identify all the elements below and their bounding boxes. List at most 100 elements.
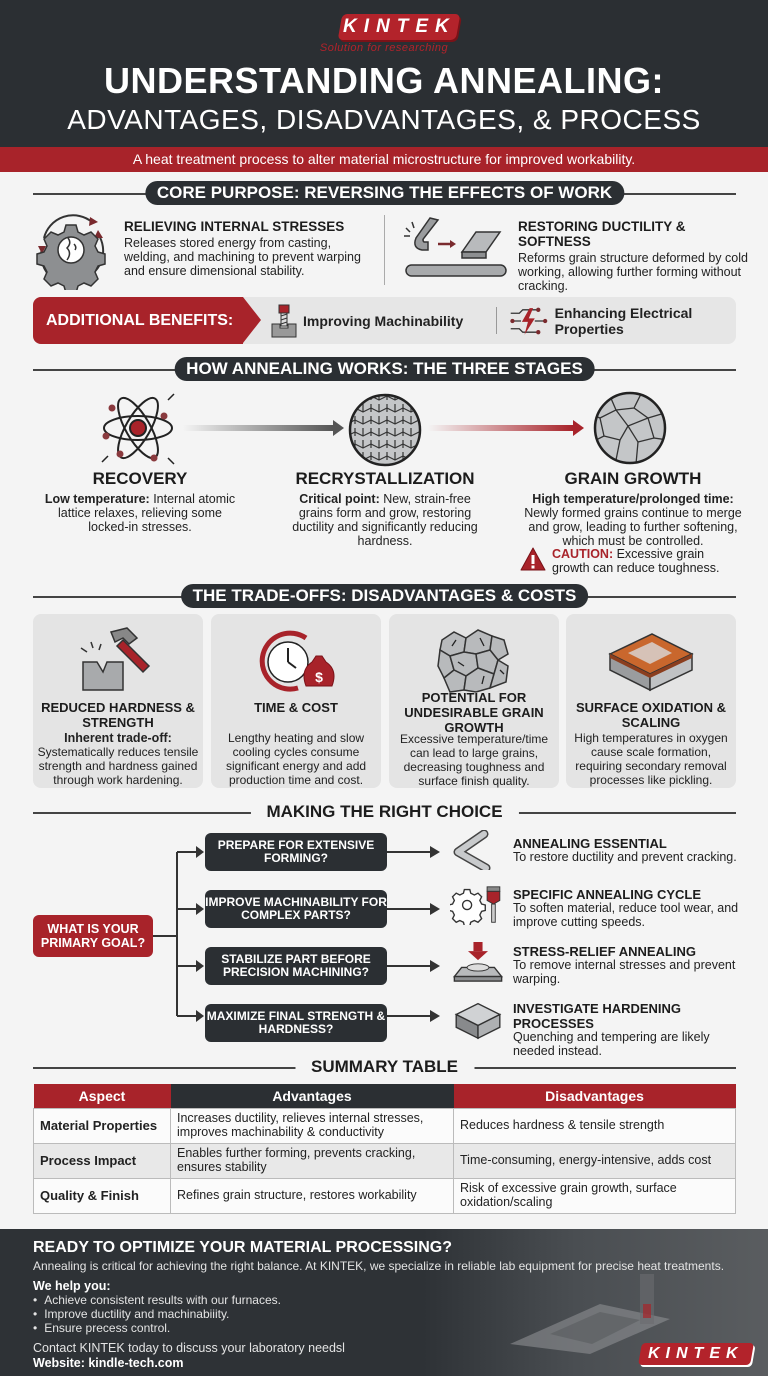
cracked-grains-icon <box>437 629 509 693</box>
hammer-crack-icon <box>80 627 151 691</box>
flow-connectors <box>153 846 440 1022</box>
stage-lead: Critical point: <box>299 492 380 506</box>
stage-desc: High temperature/prolonged time: Newly f… <box>518 492 748 548</box>
table-cell: Quality & Finish <box>33 1177 171 1214</box>
header: KINTEK Solution for researching UNDERSTA… <box>0 0 768 147</box>
column-header: Aspect <box>33 1084 171 1108</box>
card-title: TIME & COST <box>254 700 338 715</box>
goal-option-strength[interactable]: MAXIMIZE FINAL STRENGTH & HARDNESS? <box>205 1004 387 1042</box>
answer-title: INVESTIGATE HARDENING PROCESSES <box>513 1001 682 1031</box>
benefit-electrical: Enhancing Electrical Properties <box>509 297 736 344</box>
answer-title: ANNEALING ESSENTIAL <box>513 836 667 851</box>
card-text: Excessive temperature/time can lead to l… <box>399 732 549 788</box>
stage-arrow-2 <box>428 425 573 431</box>
tradeoff-card-oxidation: SURFACE OXIDATION & SCALING High tempera… <box>566 614 736 788</box>
gear-stress-icon <box>36 214 106 290</box>
benefit-label: Enhancing Electrical Properties <box>554 304 693 337</box>
table-cell: Reduces hardness & tensile strength <box>453 1107 736 1144</box>
stage-recovery: RECOVERY Low temperature: Internal atomi… <box>40 469 240 534</box>
caution-note: CAUTION: Excessive grain growth can redu… <box>520 547 745 575</box>
kintek-logo-footer[interactable]: KINTEK <box>638 1343 754 1365</box>
section-title: HOW ANNEALING WORKS: THE THREE STAGES <box>174 357 595 381</box>
stages-heading: HOW ANNEALING WORKS: THE THREE STAGES <box>33 357 736 381</box>
divider <box>496 307 497 334</box>
benefit-machinability: Improving Machinability <box>271 297 463 344</box>
logo-text: KINTEK <box>342 16 456 37</box>
page-subtitle: ADVANTAGES, DISADVANTAGES, & PROCESS <box>67 104 701 135</box>
description-bar: A heat treatment process to alter materi… <box>0 147 768 172</box>
tradeoff-card-hardness: REDUCED HARDNESS & STRENGTH Inherent tra… <box>33 614 203 788</box>
answer-hardening: INVESTIGATE HARDENING PROCESSES Quenchin… <box>513 1001 753 1058</box>
table-header-row: Aspect Advantages Disadvantages <box>33 1084 736 1108</box>
summary-heading: SUMMARY TABLE <box>33 1055 736 1079</box>
atom-icon <box>101 393 175 465</box>
list-item: Achieve consistent results with our furn… <box>33 1293 281 1307</box>
answer-stress-relief: STRESS-RELIEF ANNEALING To remove intern… <box>513 944 753 986</box>
svg-text:$: $ <box>315 669 323 685</box>
section-title: THE TRADE-OFFS: DISADVANTAGES & COSTS <box>180 584 589 608</box>
table-cell: Enables further forming, prevents cracki… <box>170 1142 454 1179</box>
stage-text: Internal atomic lattice relaxes, relievi… <box>58 492 236 534</box>
core-item-stresses: RELIEVING INTERNAL STRESSES Releases sto… <box>124 219 374 278</box>
stage-recrystallization: RECRYSTALLIZATION Critical point: New, s… <box>290 469 480 548</box>
stage-arrow-1 <box>183 425 333 431</box>
choice-heading: MAKING THE RIGHT CHOICE <box>33 800 736 824</box>
stage-name: RECOVERY <box>92 469 188 488</box>
section-title: SUMMARY TABLE <box>294 1055 475 1079</box>
table-cell: Material Properties <box>33 1107 171 1144</box>
clock-money-icon: $ <box>259 630 335 692</box>
stage-name: RECRYSTALLIZATION <box>295 469 475 488</box>
divider <box>384 215 385 285</box>
kintek-logo[interactable]: KINTEK <box>337 14 461 40</box>
stage-desc: Critical point: New, strain-free grains … <box>290 492 480 548</box>
footer-contact: Contact KINTEK today to discuss your lab… <box>33 1341 345 1355</box>
list-item: Improve ductility and machinabiiity. <box>33 1307 281 1321</box>
core-purpose-heading: CORE PURPOSE: REVERSING THE EFFECTS OF W… <box>33 181 736 205</box>
table-cell: Process Impact <box>33 1142 171 1179</box>
core-item-text: Reforms grain structure deformed by cold… <box>518 251 748 293</box>
page-title: UNDERSTANDING ANNEALING: <box>104 60 664 101</box>
summary-table: Aspect Advantages Disadvantages Material… <box>33 1084 736 1214</box>
table-cell: Time-consuming, energy-intensive, adds c… <box>453 1142 736 1179</box>
laptop-photo-icon <box>510 1274 670 1354</box>
table-row: Quality & Finish Refines grain structure… <box>33 1177 736 1214</box>
bent-pipe-icon <box>453 830 491 870</box>
table-cell: Increases ductility, relieves internal s… <box>170 1107 454 1144</box>
column-header: Disadvantages <box>453 1084 736 1108</box>
card-title: SURFACE OXIDATION & SCALING <box>576 700 726 730</box>
card-text: Systematically reduces tensile strength … <box>37 745 199 787</box>
stage-desc: Low temperature: Internal atomic lattice… <box>40 492 240 534</box>
press-plate-icon <box>452 942 504 982</box>
stage-text: New, strain-free grains form and grow, r… <box>292 492 478 548</box>
answer-title: STRESS-RELIEF ANNEALING <box>513 944 696 959</box>
core-item-title: RELIEVING INTERNAL STRESSES <box>124 219 345 234</box>
stage-lead: High temperature/prolonged time: <box>532 492 734 506</box>
core-item-ductility: RESTORING DUCTILITY & SOFTNESS Reforms g… <box>518 219 748 293</box>
goal-option-stabilize[interactable]: STABILIZE PART BEFORE PRECISION MACHININ… <box>205 947 387 985</box>
tagline: Solution for researching <box>319 42 449 54</box>
table-row: Process Impact Enables further forming, … <box>33 1142 736 1179</box>
tradeoff-card-time-cost: $ TIME & COST Lengthy heating and slow c… <box>211 614 381 788</box>
additional-benefits-bar: ADDITIONAL BENEFITS: Improving Machinabi… <box>33 297 736 344</box>
answer-text: Quenching and tempering are likely neede… <box>513 1030 710 1058</box>
oxidized-block-icon <box>608 633 694 692</box>
website-link[interactable]: Website: kindle-tech.com <box>33 1356 184 1370</box>
caution-label: CAUTION: <box>552 547 614 561</box>
milling-tool-icon <box>271 304 297 337</box>
logo-text: KINTEK <box>648 1345 744 1362</box>
goal-option-forming[interactable]: PREPARE FOR EXTENSIVE FORMING? <box>205 833 387 871</box>
card-text: Lengthy heating and slow cooling cycles … <box>225 731 367 787</box>
answer-title: SPECIFIC ANNEALING CYCLE <box>513 887 702 902</box>
tradeoffs-heading: THE TRADE-OFFS: DISADVANTAGES & COSTS <box>33 584 736 608</box>
answer-text: To soften material, reduce tool wear, an… <box>513 901 739 929</box>
primary-goal-box: WHAT IS YOUR PRIMARY GOAL? <box>33 915 153 957</box>
stage-text: Newly formed grains continue to merge an… <box>524 506 742 548</box>
large-grains-icon <box>593 391 667 465</box>
table-row: Material Properties Increases ductility,… <box>33 1107 736 1144</box>
bent-metal-bar-icon <box>404 217 507 277</box>
answer-text: To restore ductility and prevent crackin… <box>513 850 737 864</box>
goal-option-machinability[interactable]: IMPROVE MACHINABILITY FOR COMPLEX PARTS? <box>205 890 387 928</box>
section-title: MAKING THE RIGHT CHOICE <box>250 800 519 824</box>
card-desc: Inherent trade-off:Systematically reduce… <box>35 731 201 787</box>
footer-help-label: We help you: <box>33 1279 111 1293</box>
